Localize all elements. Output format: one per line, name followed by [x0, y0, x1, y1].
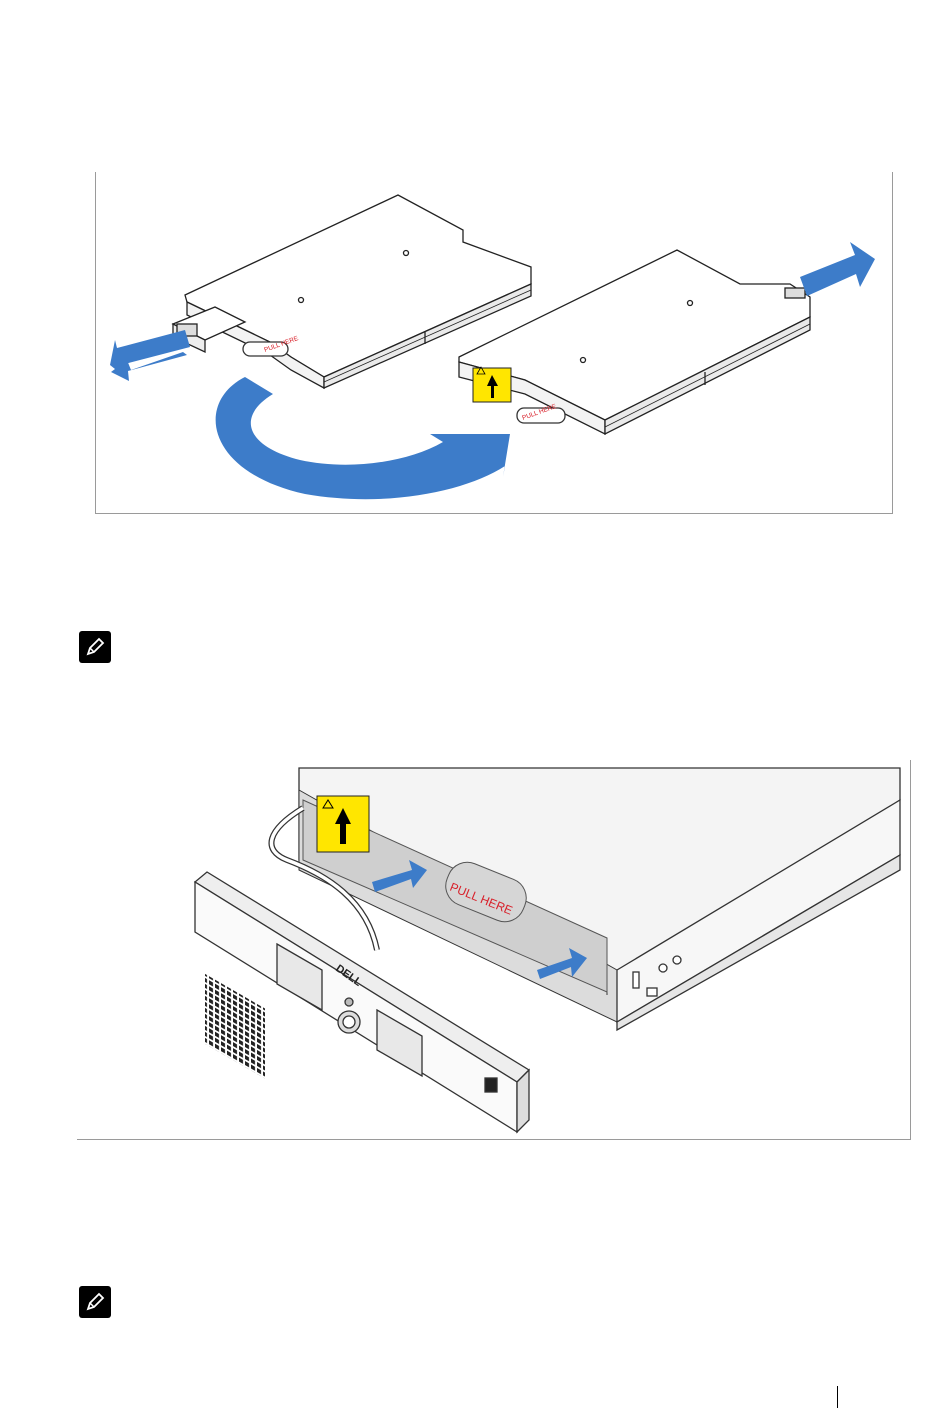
right-push-arrow: [800, 242, 875, 296]
footer-divider: [837, 1386, 838, 1408]
figure-1-illustration: PULL HERE PULL HERE: [95, 172, 893, 514]
note-icon: [79, 631, 111, 663]
bezel-vents: [205, 974, 265, 1079]
figure-2-illustration: PULL HERE DELL: [77, 760, 911, 1140]
note-icon: [79, 1286, 111, 1318]
rotate-arrow: [216, 377, 510, 499]
left-pull-arrow-body: [110, 330, 190, 377]
